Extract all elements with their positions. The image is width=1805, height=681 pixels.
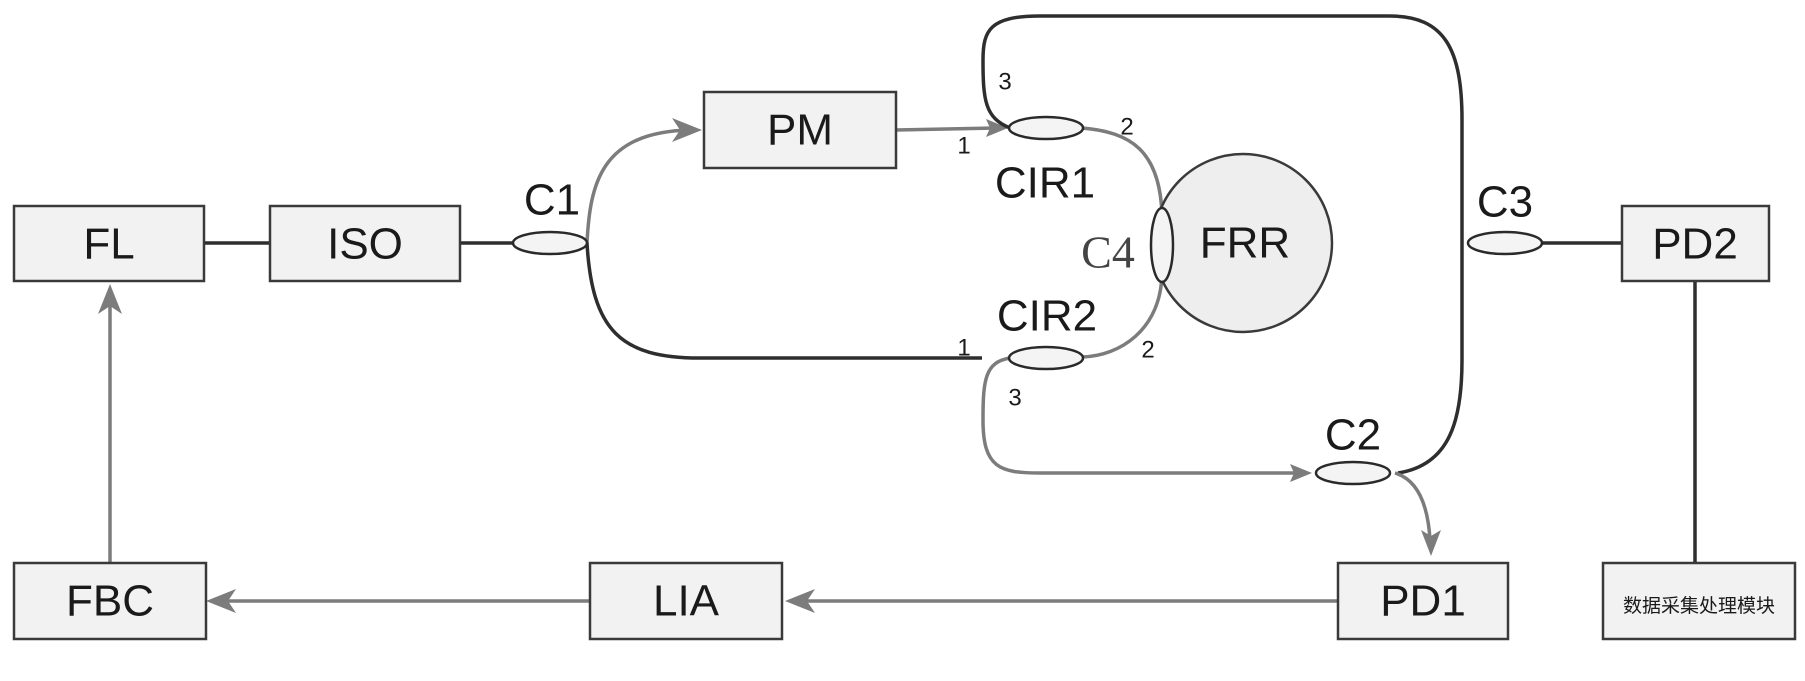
coupler-c2	[1316, 462, 1390, 484]
block-data-module: 数据采集处理模块	[1603, 563, 1795, 639]
fbc-label: FBC	[66, 577, 154, 626]
cir1-port-3: 3	[998, 69, 1011, 96]
block-pm: PM	[704, 92, 896, 168]
coupler-c3	[1468, 232, 1542, 254]
data-module-label: 数据采集处理模块	[1623, 595, 1775, 617]
c1-label: C1	[524, 176, 580, 225]
block-lia: LIA	[590, 563, 782, 639]
cir2-port-2: 2	[1141, 337, 1154, 364]
coupler-c1	[513, 232, 587, 254]
pd2-label: PD2	[1652, 220, 1738, 269]
block-fbc: FBC	[14, 563, 206, 639]
block-iso: ISO	[270, 206, 460, 281]
block-fl: FL	[14, 206, 204, 281]
coupler-cir1	[1009, 117, 1083, 139]
pd1-label: PD1	[1380, 577, 1466, 626]
fiber-c1-cir2	[587, 243, 982, 358]
frr-label: FRR	[1200, 219, 1290, 268]
cir2-port-1: 1	[957, 335, 970, 362]
fiber-c1-pm	[587, 130, 690, 243]
c4-label: C4	[1081, 227, 1135, 278]
pm-label: PM	[767, 106, 833, 155]
block-pd2: PD2	[1622, 206, 1769, 281]
fiber-cir2-c2	[983, 358, 1300, 473]
fl-label: FL	[83, 220, 134, 269]
cir2-port-3: 3	[1008, 385, 1021, 412]
fiber-c2-pd1	[1395, 473, 1430, 540]
cir2-label: CIR2	[997, 292, 1097, 341]
coupler-c4	[1151, 208, 1173, 282]
c3-label: C3	[1477, 178, 1533, 227]
c2-label: C2	[1325, 411, 1381, 460]
fiber-pm-cir1	[896, 128, 996, 130]
lia-label: LIA	[653, 577, 720, 626]
coupler-cir2	[1009, 347, 1083, 369]
cir1-label: CIR1	[995, 159, 1095, 208]
block-pd1: PD1	[1338, 563, 1508, 639]
cir1-port-1: 1	[957, 133, 970, 160]
cir1-port-2: 2	[1120, 114, 1133, 141]
iso-label: ISO	[327, 220, 403, 269]
